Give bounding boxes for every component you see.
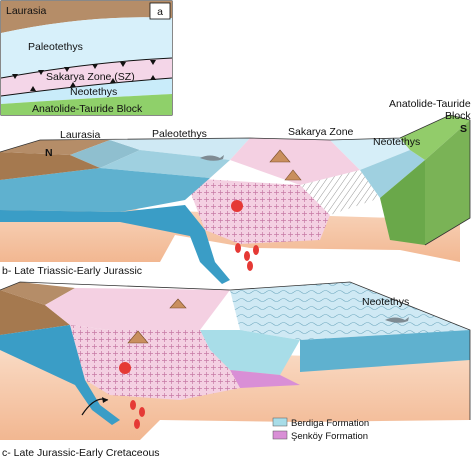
- subduction-teeth: [12, 60, 156, 91]
- panel-c-block: Neotethys Berdiga Formation Şenköy Forma…: [0, 281, 471, 459]
- laurasia-top-c: [0, 282, 75, 305]
- paleotethys-sea-face: [100, 150, 230, 178]
- sakarya-top: [230, 138, 360, 185]
- volcano-c: [127, 330, 149, 344]
- legend-swatch-senkoy: [272, 430, 288, 440]
- legend-swatch-berdiga: [272, 417, 288, 427]
- caption-b: b- Late Triassic-Early Jurassic: [2, 265, 142, 277]
- block-outline-b: [0, 114, 471, 246]
- block-label-anatolide-1: Anatolide-Tauride: [389, 98, 471, 110]
- caption-c: c- Late Jurassic-Early Cretaceous: [2, 447, 160, 459]
- map-label-laurasia: Laurasia: [6, 5, 46, 17]
- shark-icon-c: [385, 317, 409, 323]
- laurasia-front-c: [0, 290, 70, 335]
- subduction-line-1: [0, 57, 173, 79]
- magma-chamber: [231, 200, 243, 212]
- anatolide-top: [400, 115, 470, 160]
- anatolide-front: [425, 120, 470, 245]
- laurasia-front: [0, 152, 100, 180]
- panel-a-map: a Laurasia Paleotethys Sakarya Zone (SZ)…: [0, 0, 173, 116]
- block-label-neotethys: Neotethys: [373, 136, 420, 148]
- map-label-anatolide: Anatolide-Tauride Block: [32, 103, 143, 115]
- neotethys-surface: [330, 138, 410, 170]
- block-label-neotethys-c: Neotethys: [362, 296, 409, 308]
- subducting-slab: [0, 205, 230, 284]
- block-label-laurasia: Laurasia: [60, 129, 100, 141]
- sea-front-c: [300, 330, 470, 372]
- legend-label-senkoy: Şenköy Formation: [291, 431, 368, 442]
- laurasia-slope: [70, 140, 140, 168]
- label-south: S: [460, 123, 467, 135]
- anatolide-side: [380, 160, 425, 245]
- map-label-neotethys: Neotethys: [70, 86, 117, 98]
- map-label-paleotethys: Paleotethys: [28, 41, 83, 53]
- paleotethys-surface: [110, 138, 250, 160]
- paleotethys-band: [1, 17, 172, 78]
- front-sea-face: [0, 168, 210, 212]
- shark-icon: [200, 155, 224, 161]
- laurasia-band: [1, 1, 172, 33]
- map-label-sakarya: Sakarya Zone (SZ): [46, 71, 135, 83]
- volcano-1: [269, 149, 291, 163]
- sakarya-hatched: [300, 170, 380, 215]
- sakarya-band: [1, 58, 172, 96]
- block-outline-c: [0, 281, 471, 420]
- panel-a-letter: a: [157, 6, 163, 18]
- block-label-anatolide-2: Block: [445, 110, 471, 122]
- arrowhead: [102, 397, 108, 403]
- senkoy-wedge: [230, 370, 300, 388]
- subducting-slab-c: [0, 325, 120, 425]
- block-label-sakarya: Sakarya Zone: [288, 126, 354, 138]
- panel-letter-box: [149, 2, 171, 20]
- legend-label-berdiga: Berdiga Formation: [291, 418, 369, 429]
- sakarya-front-pattern: [185, 178, 330, 244]
- block-label-paleotethys: Paleotethys: [152, 128, 207, 140]
- magma-chamber-c: [119, 362, 131, 374]
- neotethys-band: [1, 78, 172, 104]
- berdiga-shelf: [200, 330, 300, 375]
- sakarya-top-c: [45, 288, 230, 330]
- label-north: N: [45, 147, 53, 159]
- volcano-2: [284, 169, 302, 181]
- volcano-c2: [169, 298, 187, 309]
- magma-drops: [235, 243, 259, 271]
- neotethys-face: [360, 150, 425, 198]
- neotethys-waves: [230, 282, 470, 340]
- anatolide-band: [1, 94, 172, 115]
- sakarya-front-c-pattern: [70, 325, 240, 400]
- panel-b-block: N S Laurasia Paleotethys Sakarya Zone Ne…: [0, 98, 471, 284]
- magma-drops-c: [130, 400, 145, 429]
